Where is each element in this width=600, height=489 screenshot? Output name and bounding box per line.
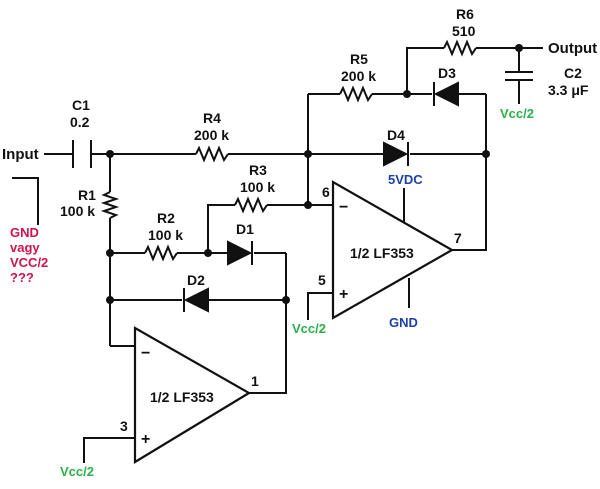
- annotation-line-4: ???: [10, 270, 34, 285]
- resistor-r1: [100, 191, 120, 219]
- u2-minus-sign: −: [339, 199, 348, 216]
- c2-value: 3.3 μF: [548, 82, 589, 98]
- u1-label: 1/2 LF353: [150, 389, 214, 405]
- r5-value: 200 k: [341, 68, 376, 84]
- r3-value: 100 k: [240, 179, 275, 195]
- r2-value: 100 k: [148, 227, 183, 243]
- r2-name: R2: [157, 210, 175, 226]
- supply-vcc-half-c2: Vcc/2: [500, 106, 534, 121]
- c1-name: C1: [72, 97, 90, 113]
- r5-name: R5: [350, 51, 368, 67]
- supply-vcc-half-u2: Vcc/2: [292, 321, 326, 336]
- u1-plus-sign: +: [141, 431, 150, 448]
- capacitor-c1: [72, 140, 92, 168]
- u2-pin-6: 6: [322, 184, 330, 200]
- diode-d4: [383, 141, 409, 167]
- r1-value: 100 k: [60, 203, 95, 219]
- r6-name: R6: [456, 6, 474, 22]
- u2-label: 1/2 LF353: [350, 245, 414, 261]
- u2-pin-5: 5: [318, 272, 326, 288]
- d4-name: D4: [387, 127, 405, 143]
- ground-bracket: [12, 177, 39, 225]
- u1-minus-sign: −: [141, 345, 150, 362]
- wires: [44, 47, 543, 463]
- c2-name: C2: [564, 65, 582, 81]
- diode-d3: [433, 81, 459, 107]
- capacitor-c2: [505, 71, 533, 81]
- supply-5vdc: 5VDC: [388, 172, 423, 187]
- r4-name: R4: [203, 110, 221, 126]
- resistor-r5: [339, 85, 373, 103]
- supply-vcc-half-u1: Vcc/2: [60, 464, 94, 479]
- annotation-line-1: GND: [10, 225, 39, 240]
- diode-d2: [183, 287, 209, 313]
- d3-name: D3: [438, 65, 456, 81]
- r6-value: 510: [452, 23, 476, 39]
- input-label: Input: [2, 146, 39, 163]
- junction-dots: [106, 44, 523, 304]
- u1-pin-3: 3: [120, 418, 128, 434]
- resistor-r4: [195, 145, 229, 163]
- annotation-line-2: vagy: [10, 240, 40, 255]
- opamp-u1: [133, 326, 252, 464]
- r4-value: 200 k: [194, 127, 229, 143]
- resistor-r2: [144, 244, 178, 262]
- annotation-line-3: VCC/2: [10, 255, 48, 270]
- u1-pin-1: 1: [251, 373, 259, 389]
- d2-name: D2: [187, 272, 205, 288]
- u2-plus-sign: +: [339, 286, 348, 303]
- diode-d1: [227, 240, 253, 266]
- u2-pin-7: 7: [454, 230, 462, 246]
- supply-gnd: GND: [389, 315, 418, 330]
- resistor-r3: [234, 196, 268, 214]
- r3-name: R3: [249, 162, 267, 178]
- resistor-r6: [443, 39, 477, 57]
- c1-value: 0.2: [70, 114, 90, 130]
- d1-name: D1: [236, 221, 254, 237]
- output-label: Output: [548, 40, 597, 57]
- opamp-u2: [331, 180, 455, 320]
- r1-name: R1: [78, 187, 96, 203]
